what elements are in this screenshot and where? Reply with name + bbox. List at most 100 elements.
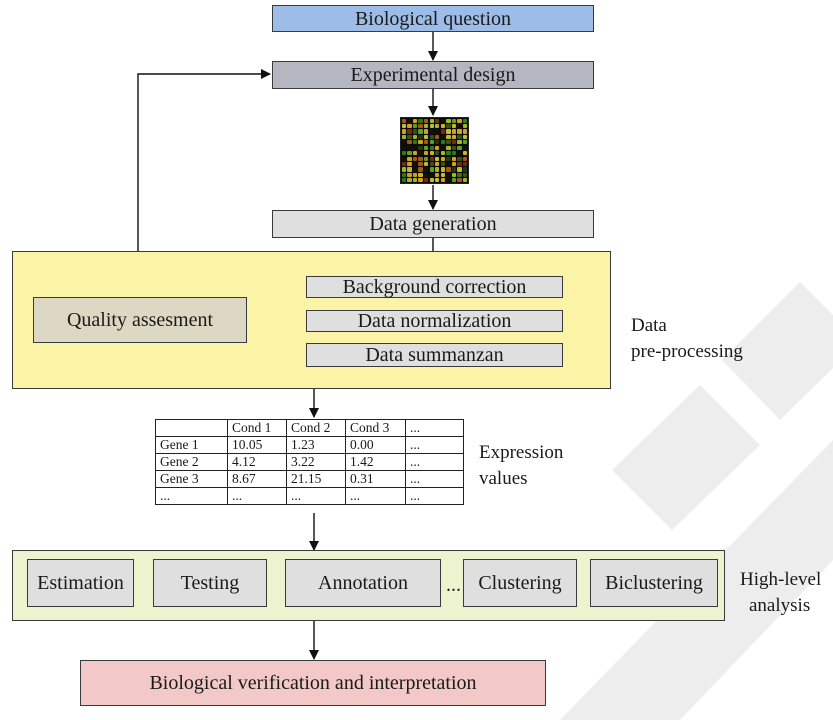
microarray-spot: [418, 124, 423, 129]
microarray-spot: [440, 167, 446, 172]
table-row: Gene 2 4.12 3.22 1.42 ...: [155, 453, 464, 471]
microarray-spot: [463, 134, 468, 140]
microarray-spot: [423, 161, 429, 167]
microarray-spot: [429, 145, 434, 150]
microarray-spot: [429, 167, 434, 172]
quality-assessment-box: Quality assesment: [33, 297, 247, 343]
testing-box: Testing: [153, 559, 267, 607]
microarray-spot: [418, 118, 423, 123]
microarray-spot: [440, 145, 446, 150]
microarray-spot: [407, 129, 412, 134]
table-cell: 0.00: [345, 436, 406, 454]
microarray-spot: [423, 172, 429, 177]
microarray-spot: [412, 156, 418, 161]
microarray-spot: [451, 134, 457, 140]
table-cell: Gene 3: [155, 470, 228, 488]
microarray-spot: [401, 172, 406, 177]
microarray-spot: [418, 167, 423, 172]
microarray-spot: [407, 178, 412, 183]
microarray-spot: [435, 161, 440, 167]
microarray-spot: [451, 124, 457, 129]
microarray-spot: [463, 167, 468, 172]
microarray-spot: [440, 118, 446, 123]
microarray-spot: [440, 178, 446, 183]
table-row: Gene 3 8.67 21.15 0.31 ...: [155, 470, 464, 488]
table-cell: ...: [405, 453, 464, 471]
microarray-spot: [418, 140, 423, 145]
microarray-spot: [401, 118, 406, 123]
microarray-spot: [451, 140, 457, 145]
biclustering-box: Biclustering: [590, 559, 718, 607]
microarray-spot: [429, 129, 434, 134]
microarray-spot: [446, 140, 451, 145]
microarray-spot: [423, 167, 429, 172]
table-header-cell: Cond 1: [227, 419, 287, 437]
microarray-spot: [446, 156, 451, 161]
microarray-spot: [429, 161, 434, 167]
microarray-spot: [435, 134, 440, 140]
microarray-spot: [429, 178, 434, 183]
microarray-spot: [401, 167, 406, 172]
microarray-spot: [435, 140, 440, 145]
microarray-spot: [446, 145, 451, 150]
clustering-box: Clustering: [463, 559, 577, 607]
microarray-image: [400, 117, 469, 184]
microarray-spot: [412, 140, 418, 145]
microarray-spot: [418, 172, 423, 177]
table-cell: ...: [286, 487, 346, 505]
microarray-spot: [423, 118, 429, 123]
microarray-spot: [451, 145, 457, 150]
microarray-spot: [451, 151, 457, 156]
microarray-spot: [440, 129, 446, 134]
microarray-spot: [429, 140, 434, 145]
microarray-spot: [451, 167, 457, 172]
microarray-spot: [407, 118, 412, 123]
microarray-spot: [401, 140, 406, 145]
table-cell: 4.12: [227, 453, 287, 471]
microarray-spot: [423, 178, 429, 183]
microarray-spot: [412, 129, 418, 134]
microarray-spot: [401, 161, 406, 167]
table-header-cell: Cond 3: [345, 419, 406, 437]
table-cell: Gene 1: [155, 436, 228, 454]
microarray-spot: [418, 151, 423, 156]
microarray-spot: [457, 161, 462, 167]
microarray-spot: [412, 134, 418, 140]
microarray-spot: [435, 145, 440, 150]
microarray-spot: [457, 178, 462, 183]
microarray-spot: [429, 151, 434, 156]
microarray-spot: [463, 156, 468, 161]
microarray-spot: [423, 129, 429, 134]
microarray-spot: [412, 172, 418, 177]
microarray-spot: [463, 178, 468, 183]
analysis-ellipsis: ...: [446, 574, 461, 596]
expression-values-label: Expression values: [479, 440, 563, 492]
microarray-spot: [446, 167, 451, 172]
table-cell: ...: [405, 470, 464, 488]
annotation-box: Annotation: [285, 559, 441, 607]
microarray-spot: [435, 167, 440, 172]
microarray-spot: [457, 167, 462, 172]
data-normalization-box: Data normalization: [306, 310, 563, 332]
microarray-spot: [418, 145, 423, 150]
microarray-spot: [429, 124, 434, 129]
microarray-spot: [463, 118, 468, 123]
data-generation-box: Data generation: [272, 210, 594, 238]
table-header-cell: [155, 419, 228, 437]
preprocessing-label-line1: Data: [631, 315, 667, 336]
microarray-spot: [418, 129, 423, 134]
microarray-spot: [446, 124, 451, 129]
microarray-spot: [418, 161, 423, 167]
microarray-spot: [446, 118, 451, 123]
microarray-spot: [457, 145, 462, 150]
microarray-spot: [412, 161, 418, 167]
high-level-analysis-label: High-level analysis: [740, 567, 821, 619]
table-header-row: Cond 1 Cond 2 Cond 3 ...: [155, 419, 464, 437]
microarray-spot: [412, 145, 418, 150]
microarray-spot: [412, 124, 418, 129]
table-cell: 3.22: [286, 453, 346, 471]
preprocessing-label-line2: pre-processing: [631, 341, 743, 362]
table-cell: ...: [227, 487, 287, 505]
microarray-spot: [440, 140, 446, 145]
microarray-spot: [407, 172, 412, 177]
